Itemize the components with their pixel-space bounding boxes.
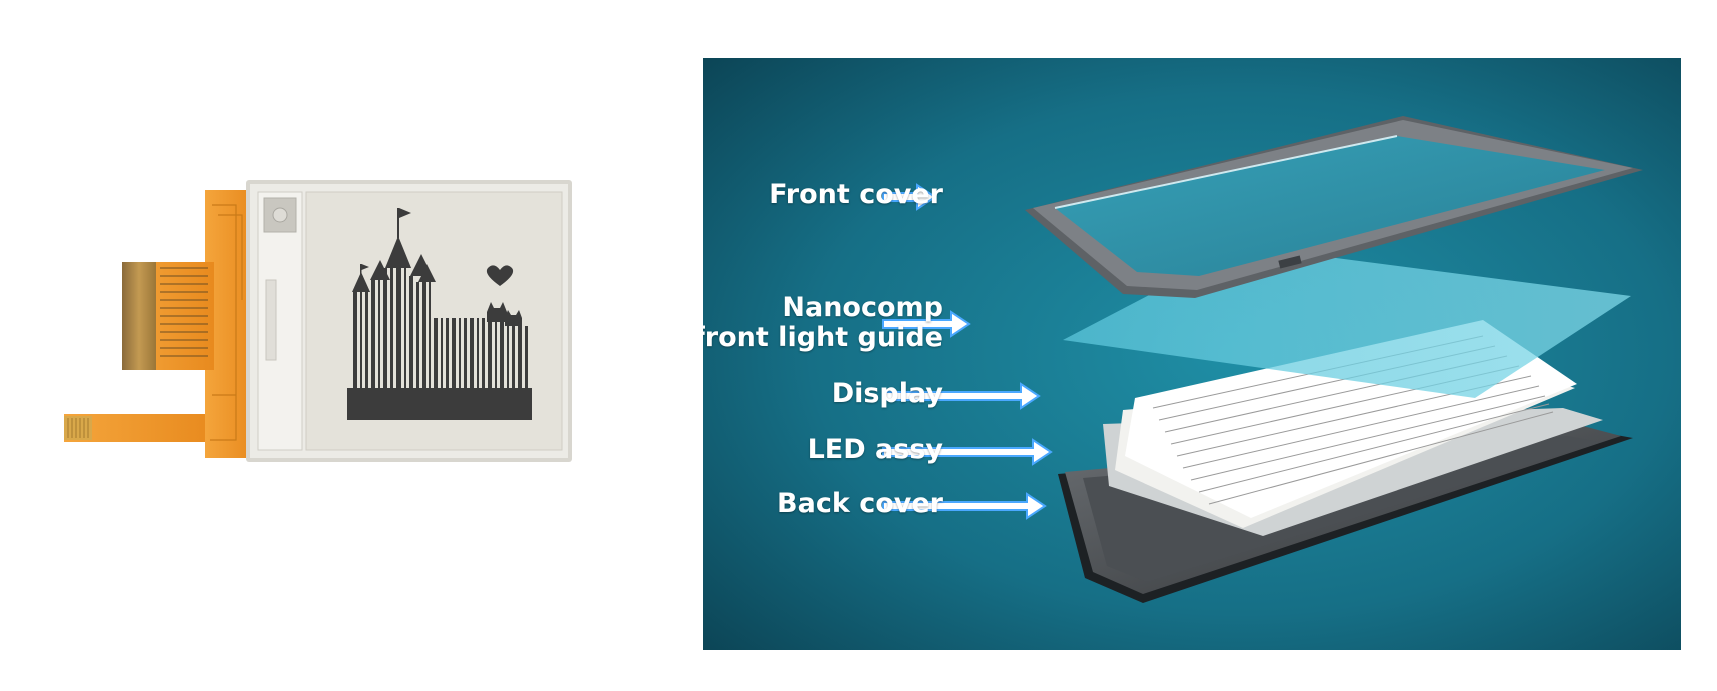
label-front-light-guide-line1: Nanocomp	[782, 292, 943, 323]
arrow-front-cover	[882, 183, 937, 211]
arrow-back-cover	[882, 492, 1047, 520]
label-front-light-guide: Nanocomp front light guide	[703, 293, 943, 353]
label-back-cover-text: Back cover	[777, 488, 943, 519]
label-front-light-guide-line2: front light guide	[703, 322, 943, 353]
label-display-text: Display	[831, 378, 943, 409]
arrow-front-light-guide	[882, 310, 971, 338]
exploded-layer-diagram: Front cover Nanocomp front light guide D…	[703, 58, 1681, 650]
label-front-cover-text: Front cover	[769, 179, 943, 210]
callout-arrows	[882, 183, 1053, 520]
label-led-assy-text: LED assy	[807, 434, 943, 465]
label-back-cover: Back cover	[703, 489, 943, 519]
label-front-cover: Front cover	[703, 180, 943, 210]
eink-castle-barcode-artwork	[347, 208, 532, 420]
label-display: Display	[703, 379, 943, 409]
arrow-led-assy	[882, 438, 1053, 466]
label-led-assy: LED assy	[703, 435, 943, 465]
flex-cable	[64, 190, 253, 458]
arrow-display	[882, 382, 1041, 410]
eink-display-module-photo	[64, 180, 572, 462]
front-cover-layer	[1025, 116, 1643, 298]
exploded-layer-artwork	[703, 58, 1681, 650]
